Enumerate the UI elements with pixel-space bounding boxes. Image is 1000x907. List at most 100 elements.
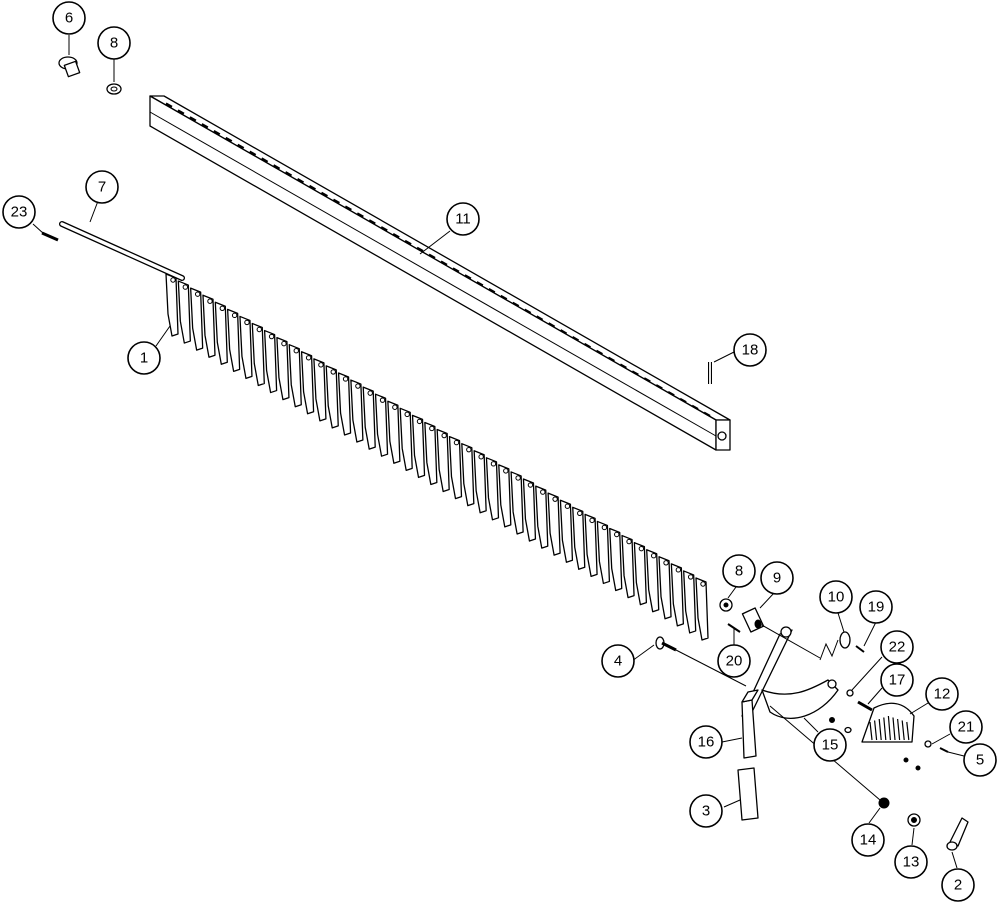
part-22-screw [846,689,854,697]
finger [411,414,426,479]
bar-slot [285,171,293,177]
part-9-bushing [741,607,765,633]
part-8-nut-top [106,83,122,95]
bar-slot [619,363,627,369]
part-19-screw [855,645,865,653]
finger [276,336,290,401]
cam-tooth [874,720,878,741]
part-12-cam-plate [861,702,915,743]
part-10-washer [839,631,851,649]
bar-slot [356,212,364,218]
bar-slot [536,315,544,321]
finger [202,294,216,358]
bar-end-hole [717,431,727,441]
finger [461,443,475,507]
callout-2: 2 [941,868,975,902]
bar-slot [691,404,699,411]
bar-slot [667,390,675,397]
bar-slot [428,253,436,259]
callout-label: 22 [889,639,906,656]
finger [350,379,364,443]
finger [683,570,697,634]
part-21-screw [924,740,932,748]
part-13-nut [907,813,921,827]
bar-slot [476,281,484,287]
finger [695,577,709,641]
finger [485,457,500,521]
finger [448,435,463,500]
finger [337,372,352,436]
bar-slot [332,198,340,204]
callout-6: 6 [52,1,86,35]
finger [621,534,635,599]
finger [300,351,315,415]
bar-slot [560,329,568,335]
bar-slot [177,109,185,115]
part-14-spring [878,797,890,809]
finger [239,315,253,380]
callout-15: 15 [813,728,847,762]
bar-slot [655,384,663,390]
bar-slot [440,260,448,266]
finger [288,344,302,408]
finger [226,308,241,372]
callout-label: 20 [726,653,743,670]
cam-tooth [883,717,887,741]
finger [325,365,339,429]
callout-label: 8 [110,35,118,52]
callout-4: 4 [601,644,635,678]
bar-slot [308,184,316,191]
callout-20: 20 [717,644,751,678]
bar-slot [261,157,269,163]
part-3-pad [737,767,759,821]
finger [473,450,487,514]
callout-16: 16 [689,725,723,759]
callout-8-lower: 8 [722,554,756,588]
bar-slot [416,246,424,253]
bar-slot [679,397,687,404]
finger [658,556,672,620]
finger [177,280,191,344]
callout-label: 17 [889,672,906,689]
cam-teeth [869,715,910,741]
bar-slot [225,136,233,143]
callout-label: 12 [934,686,951,703]
bar-slot [631,370,639,376]
cam-tooth [897,718,901,741]
bar-slot [488,287,496,294]
part-7-rod [59,221,185,281]
finger [609,527,623,592]
callout-label: 7 [98,179,106,196]
callout-7: 7 [85,170,119,204]
callout-10: 10 [819,580,853,614]
callout-5: 5 [963,743,997,777]
bar-slot [595,349,603,356]
callout-label: 2 [954,877,962,894]
part-17-screw [857,700,873,712]
finger [572,506,586,570]
callout-label: 9 [773,570,781,587]
callout-14: 14 [851,823,885,857]
bar-slot [548,322,556,328]
bar-slot [189,116,197,122]
callout-label: 16 [698,734,715,751]
finger [584,513,598,578]
callout-17: 17 [880,663,914,697]
part-11-slotted-bar [149,95,731,451]
callout-label: 11 [455,211,471,228]
callout-label: 23 [11,204,28,221]
callout-19: 19 [859,590,893,624]
finger [535,485,549,549]
bar-slot [368,219,376,225]
bar-slot [500,294,508,301]
bar-slot [404,239,412,246]
bar-slot [344,205,352,211]
callout-label: 10 [828,589,845,606]
cam-tooth [892,717,896,741]
finger [498,464,512,528]
finger [596,520,611,585]
callout-label: 19 [868,599,885,616]
bar-slot [512,301,520,308]
cam-tooth [901,720,905,741]
